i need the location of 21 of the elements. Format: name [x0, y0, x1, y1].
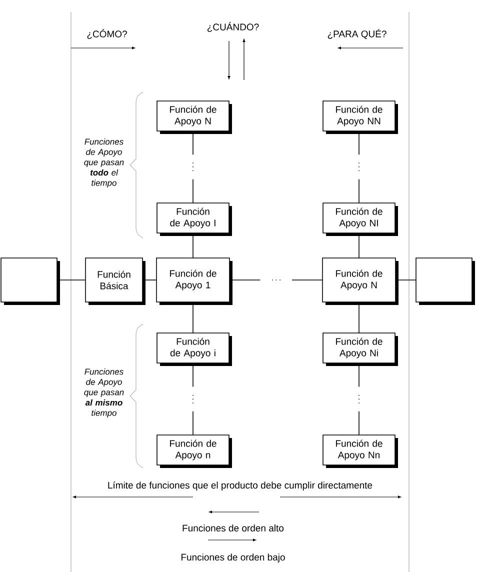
caption-label: ¿PARA QUÉ?	[328, 28, 386, 40]
caption-label: Funciones de orden alto	[182, 524, 284, 532]
caption-label: Límite de funciones que el producto debe cumplir directamente	[108, 482, 372, 490]
function-box: Función de Apoyo i	[156, 332, 232, 366]
function-box: Función de Apoyo NN	[322, 100, 398, 134]
side-note: Funciones de Apoyo que pasan al mismo tiempo	[84, 368, 124, 418]
empty-box	[0, 258, 60, 305]
function-box: Función de Apoyo n	[156, 434, 232, 468]
caption-label: Funciones de orden bajo	[182, 554, 285, 562]
function-box: Función de Apoyo 1	[156, 258, 232, 305]
function-box: Función Básica	[85, 258, 146, 305]
function-box: Función de Apoyo Nn	[322, 434, 398, 468]
side-note: Funciones de Apoyo que pasan todo el tiempo	[84, 138, 124, 188]
empty-box	[416, 258, 475, 305]
function-box: Función de Apoyo I	[156, 202, 232, 236]
caption-label: ¿CUÁNDO?	[207, 22, 259, 32]
function-box: Función de Apoyo NI	[322, 202, 398, 236]
function-box: Función de Apoyo N	[322, 258, 398, 305]
function-box: Función de Apoyo Ni	[322, 332, 398, 366]
function-box: Función de Apoyo N	[156, 100, 232, 134]
caption-label: ¿CÓMO?	[87, 29, 127, 39]
